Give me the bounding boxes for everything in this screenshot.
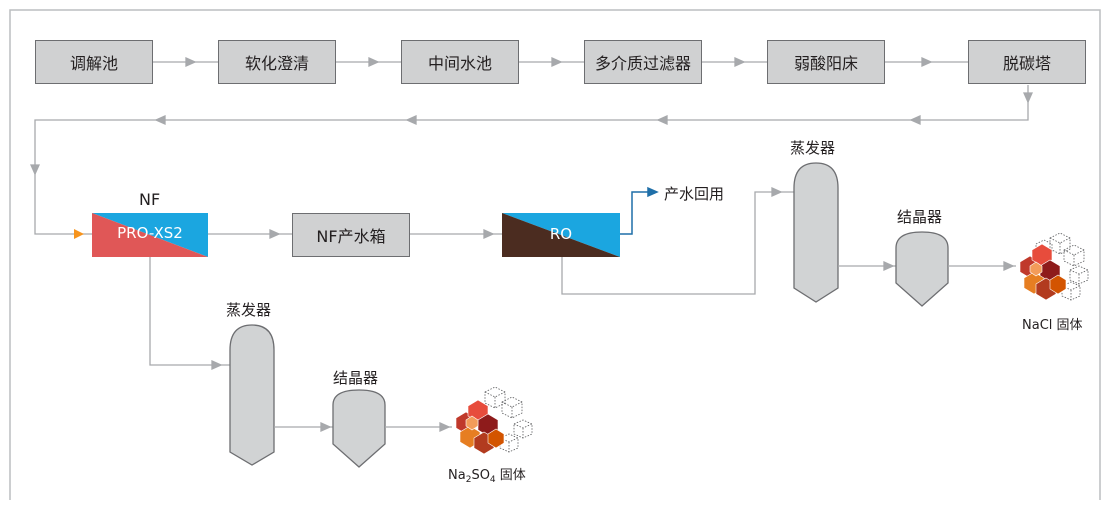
ro-membrane xyxy=(502,213,620,257)
box-intermediate-tank-label: 中间水池 xyxy=(427,54,492,73)
return-line xyxy=(29,85,1034,235)
na2so4-prefix: Na xyxy=(448,468,466,483)
nf-title: NF xyxy=(139,190,161,209)
cryst2-to-na2so4-connector xyxy=(385,421,452,433)
top-row-connectors xyxy=(153,56,968,68)
box-nf-product-tank-label: NF产水箱 xyxy=(316,227,386,246)
na2so4-subscript-2: 2 xyxy=(465,475,472,485)
evap1-to-cryst1-connector xyxy=(838,260,896,272)
box-multimedia-filter: 多介质过滤器 xyxy=(584,40,702,84)
evaporator-2-vessel xyxy=(229,324,275,466)
ro-concentrate-line xyxy=(561,186,794,295)
nacl-crystal-icon xyxy=(1019,232,1089,301)
box-nf-product-tank: NF产水箱 xyxy=(292,213,410,257)
crystallizer-2-label: 结晶器 xyxy=(333,369,379,387)
diagram-frame xyxy=(9,9,1101,500)
evaporator-1-label: 蒸发器 xyxy=(790,139,836,157)
crystallizer-2-vessel xyxy=(332,389,386,468)
nf-to-tank-connector xyxy=(208,228,292,240)
na2so4-output-label: Na2SO4 固体 xyxy=(448,464,526,485)
evaporator-1-vessel xyxy=(793,162,839,303)
box-softening-clarification-label: 软化澄清 xyxy=(244,54,309,73)
cryst1-to-nacl-connector xyxy=(948,260,1016,272)
box-intermediate-tank: 中间水池 xyxy=(401,40,519,84)
box-decarbonization-tower: 脱碳塔 xyxy=(968,40,1086,84)
product-water-reuse-label: 产水回用 xyxy=(664,185,725,203)
na2so4-subscript-4: 4 xyxy=(489,475,496,485)
box-decarbonization-tower-label: 脱碳塔 xyxy=(1002,54,1051,73)
nf-concentrate-line xyxy=(149,257,230,371)
box-weak-acid-cation-bed-label: 弱酸阳床 xyxy=(793,54,858,73)
box-multimedia-filter-label: 多介质过滤器 xyxy=(594,54,691,73)
nf-inlet-arrow xyxy=(74,229,84,239)
crystallizer-1-label: 结晶器 xyxy=(897,208,943,226)
na2so4-suffix: 固体 xyxy=(495,468,526,483)
na2so4-mid: SO xyxy=(471,468,490,483)
crystallizer-1-vessel xyxy=(895,231,949,307)
ro-label: RO xyxy=(549,225,573,243)
evap2-to-cryst2-connector xyxy=(274,421,333,433)
box-softening-clarification: 软化澄清 xyxy=(218,40,336,84)
tank-to-ro-connector xyxy=(410,228,502,240)
na2so4-crystal-icon xyxy=(455,386,533,455)
box-regulating-tank-label: 调解池 xyxy=(69,54,118,73)
nf-model-label: PRO-XS2 xyxy=(117,224,183,242)
ro-product-line xyxy=(620,186,659,235)
box-weak-acid-cation-bed: 弱酸阳床 xyxy=(767,40,885,84)
evaporator-2-label: 蒸发器 xyxy=(226,301,272,319)
box-regulating-tank: 调解池 xyxy=(35,40,153,84)
nacl-output-label: NaCl 固体 xyxy=(1022,318,1083,333)
nf-membrane xyxy=(92,213,208,257)
